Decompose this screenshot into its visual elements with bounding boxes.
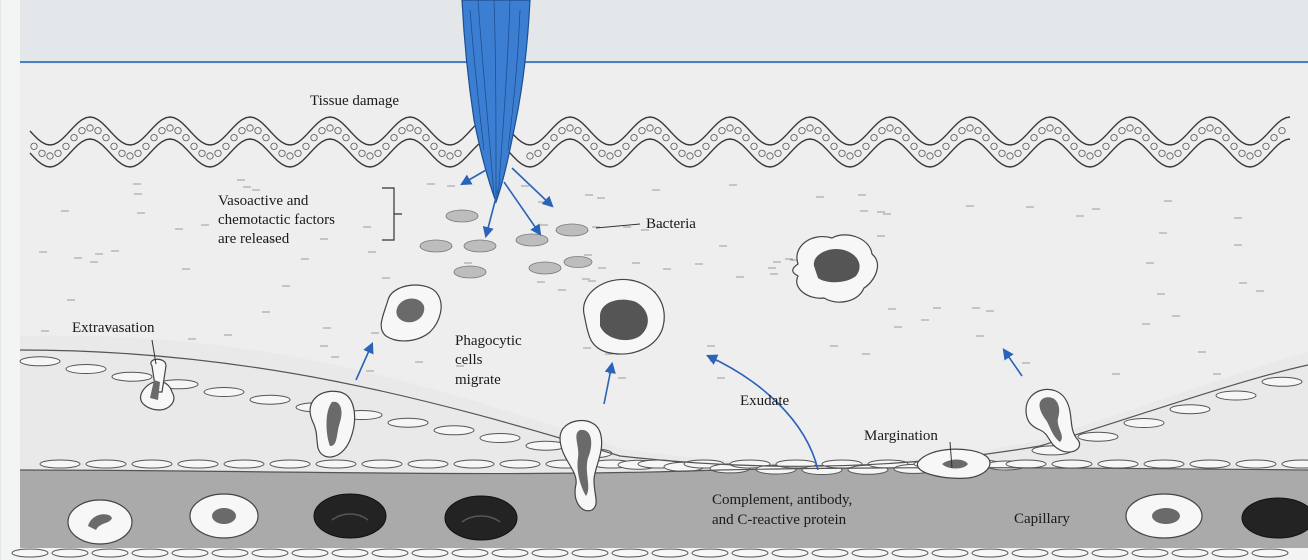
endothelial-cell [1212,549,1248,557]
label-phagocytic-line3: migrate [455,372,501,388]
endothelial-cell [20,357,60,366]
endothelial-cell [1252,549,1288,557]
endothelial-cell [412,549,448,557]
endothelial-cell [452,549,488,557]
label-capillary: Capillary [1014,511,1070,527]
endothelial-cell [652,549,688,557]
label-phagocytic-line1: Phagocytic [455,333,522,349]
endothelial-cell [1006,460,1046,468]
endothelial-cell [178,460,218,468]
white-blood-cell [190,494,258,538]
endothelial-cell [1216,391,1256,400]
endothelial-cell [172,549,208,557]
label-factors-line1: Vasoactive and [218,193,309,209]
endothelial-cell [972,549,1008,557]
endothelial-cell [12,549,48,557]
label-tissue-damage: Tissue damage [310,93,399,109]
endothelial-cell [66,365,106,374]
endothelial-cell [1012,549,1048,557]
endothelial-cell [500,460,540,468]
endothelial-cell [112,372,152,381]
endothelial-cell [532,549,568,557]
endothelial-cell [572,549,608,557]
endothelial-cell [92,549,128,557]
endothelial-cell [408,460,448,468]
red-blood-cell [1242,498,1308,538]
white-blood-cell [1126,494,1202,538]
label-factors-line3: are released [218,231,290,247]
endothelial-cell [1124,419,1164,428]
endothelial-cell [252,549,288,557]
endothelial-cell [612,549,648,557]
endothelial-cell [224,460,264,468]
endothelial-cell [52,549,88,557]
endothelial-cell [480,434,520,443]
endothelial-cell [1190,460,1230,468]
endothelial-cell [1170,405,1210,414]
endothelial-cell [932,549,968,557]
endothelial-cell [1132,549,1168,557]
endothelial-cell [204,388,244,397]
label-factors-line2: chemotactic factors [218,212,335,228]
endothelial-cell [852,549,888,557]
endothelial-cell [692,549,728,557]
endothelial-cell [454,460,494,468]
red-blood-cell [445,496,517,540]
endothelial-cell [362,460,402,468]
label-exudate: Exudate [740,393,789,409]
endothelial-cell [388,418,428,427]
endothelial-cell [292,549,328,557]
marginating-cell [917,449,990,478]
endothelial-cell [332,549,368,557]
endothelial-cell [86,460,126,468]
endothelial-cell [40,460,80,468]
endothelial-cell [1262,377,1302,386]
endothelial-cell [250,395,290,404]
endothelial-cell [892,549,928,557]
white-blood-cell [68,500,132,544]
endothelial-cell [434,426,474,435]
endothelial-cell [1078,432,1118,441]
endothelial-cell [132,460,172,468]
endothelial-cell [772,549,808,557]
endothelial-cell [1172,549,1208,557]
endothelial-cell [492,549,528,557]
endothelial-cell [812,549,848,557]
label-phagocytic-line2: cells [455,352,483,368]
endothelial-cell [316,460,356,468]
endothelial-cell [1282,460,1308,468]
label-extravasation: Extravasation [72,320,155,336]
endothelial-cell [372,549,408,557]
surface-layer [20,0,1308,64]
endothelial-cell [1052,549,1088,557]
label-complement-line1: Complement, antibody, [712,492,852,508]
label-bacteria: Bacteria [646,216,696,232]
endothelial-cell [212,549,248,557]
endothelial-cell [270,460,310,468]
label-complement-line2: and C-reactive protein [712,512,847,528]
endothelial-cell [1098,460,1138,468]
endothelial-cell [132,549,168,557]
red-blood-cell [314,494,386,538]
endothelial-cell [1052,460,1092,468]
phagocyte [584,279,665,354]
endothelial-cell [1144,460,1184,468]
label-margination: Margination [864,428,938,444]
endothelial-cell [1092,549,1128,557]
endothelial-cell [732,549,768,557]
endothelial-cell [1236,460,1276,468]
